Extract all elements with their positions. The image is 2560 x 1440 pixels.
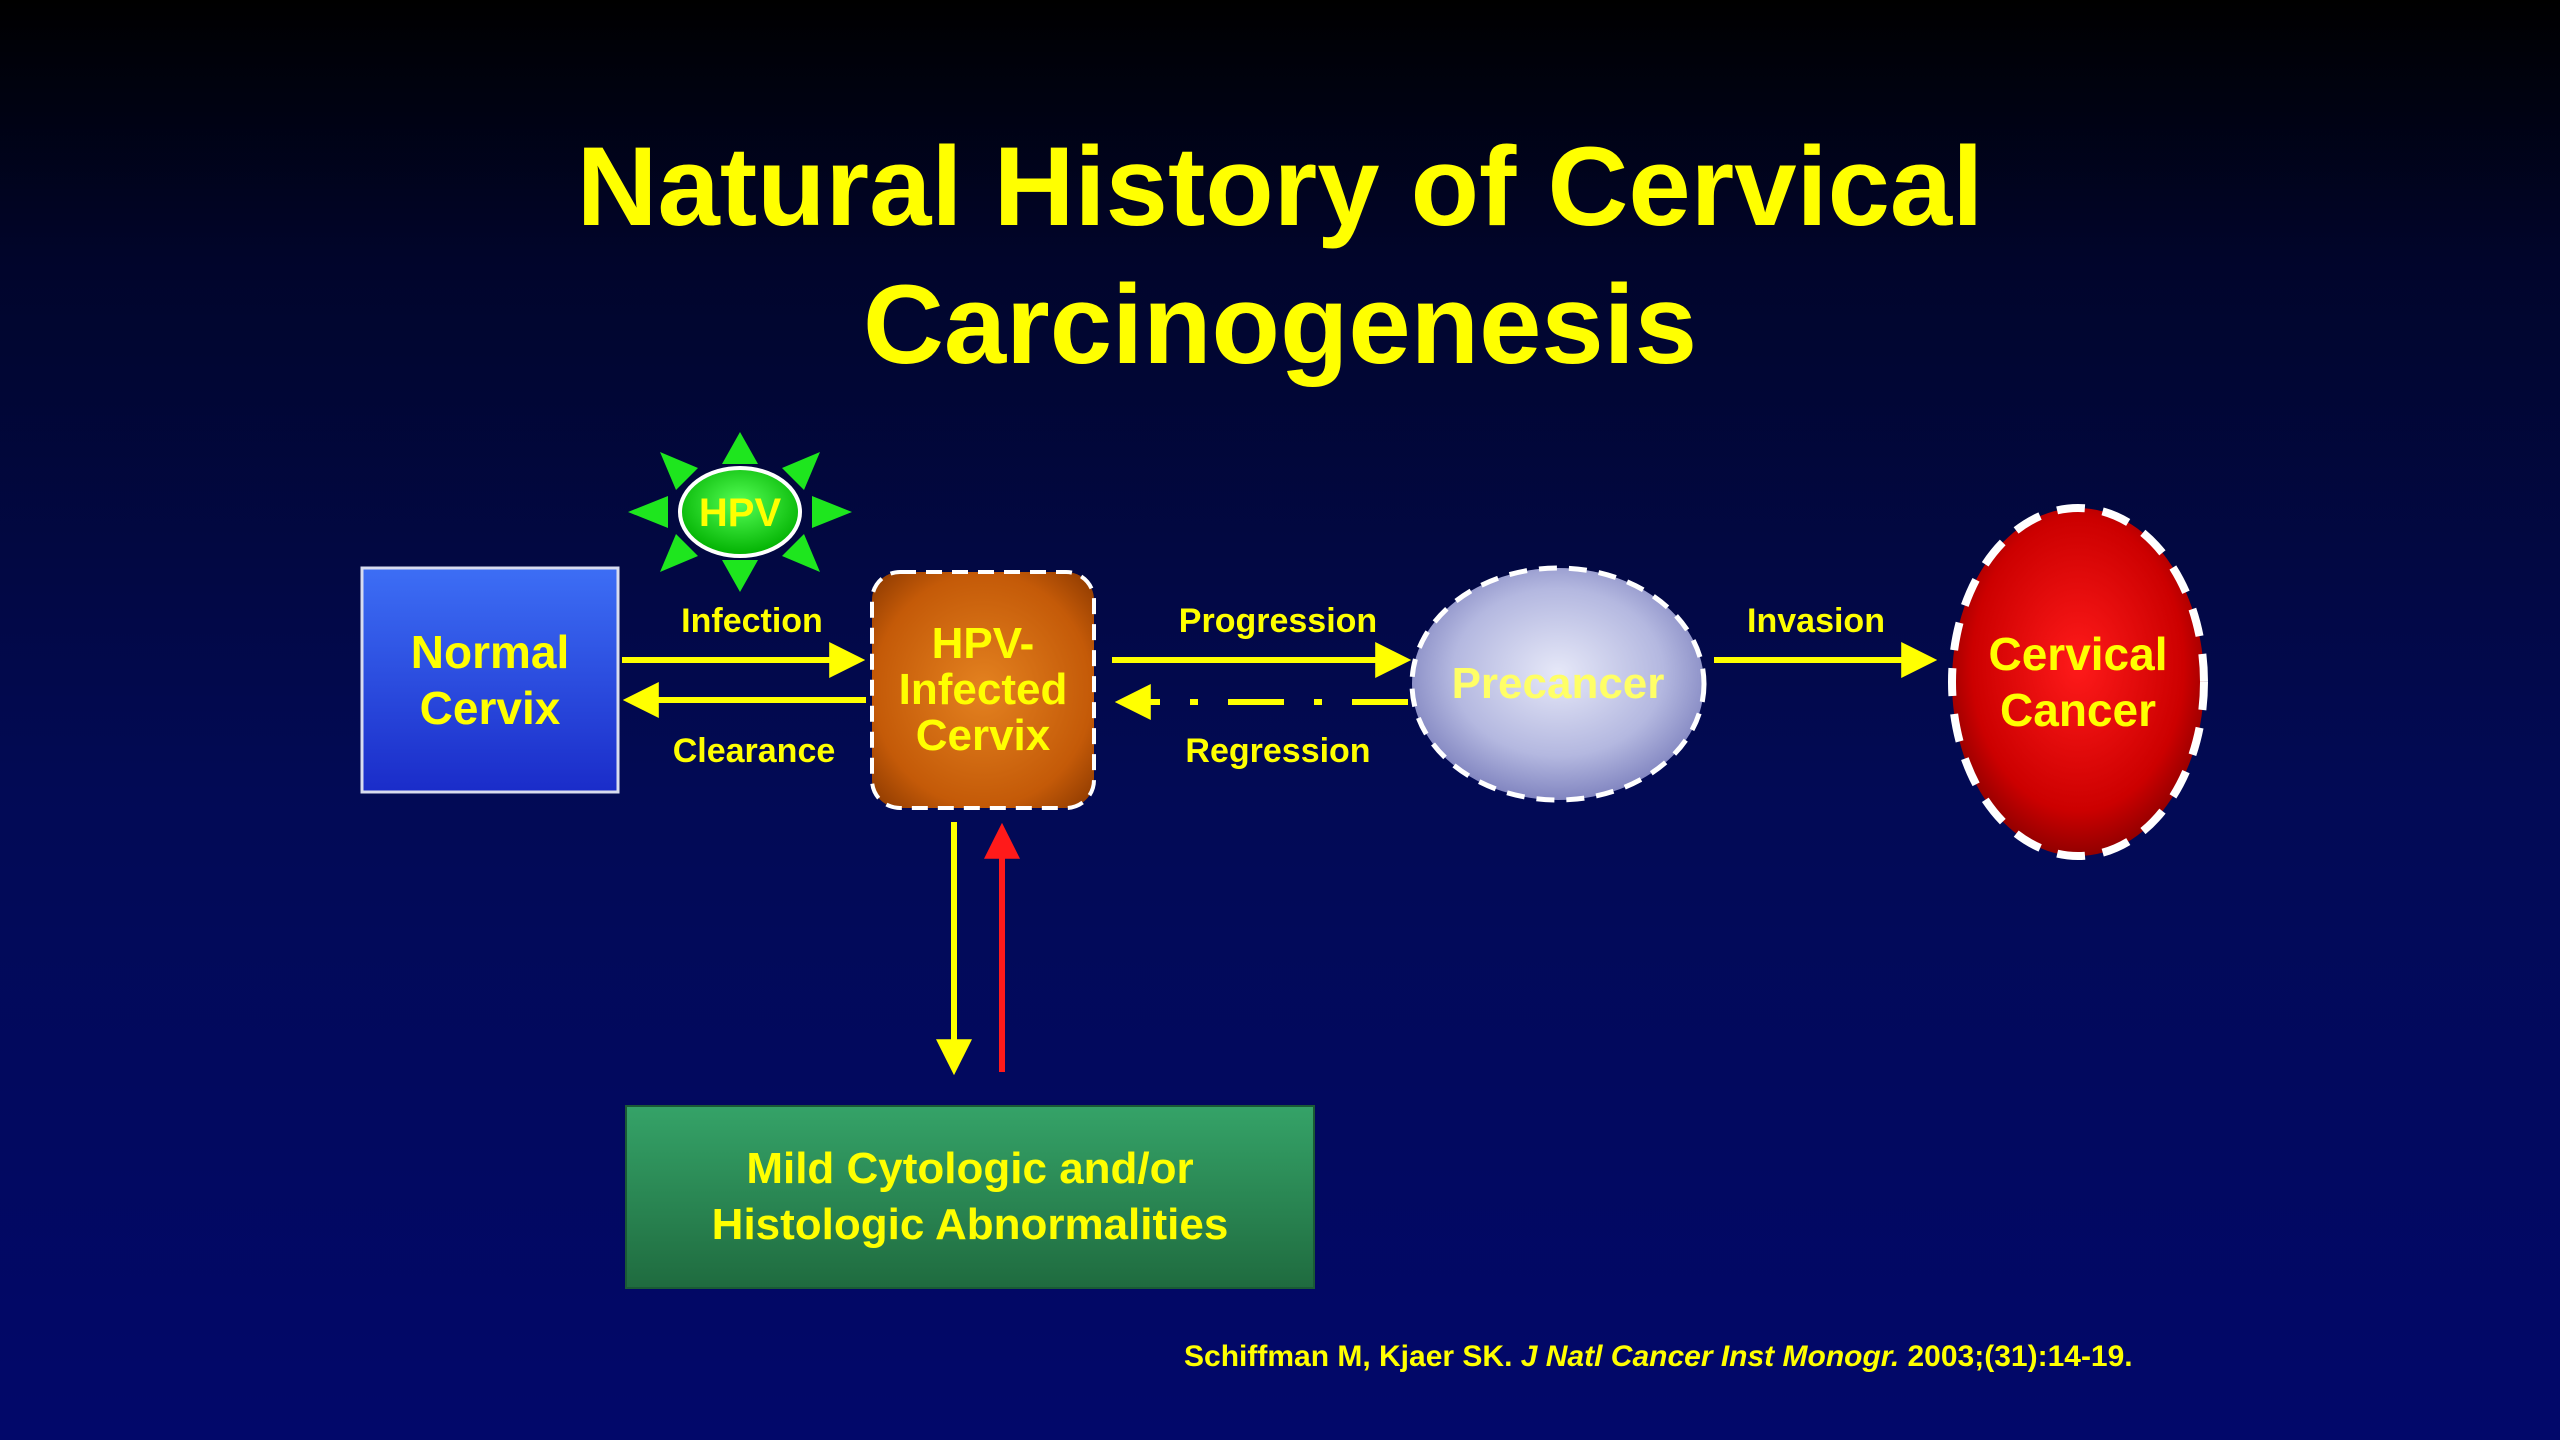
hpv-virus-icon: HPV xyxy=(628,432,852,592)
hpv-infected-line-2: Infected xyxy=(898,665,1068,714)
citation: Schiffman M, Kjaer SK. J Natl Cancer Ins… xyxy=(1184,1340,2133,1374)
progression-label: Progression xyxy=(1179,602,1377,640)
clearance-label: Clearance xyxy=(673,732,836,770)
citation-journal: J Natl Cancer Inst Monogr. xyxy=(1520,1340,1900,1373)
infection-label: Infection xyxy=(681,602,823,640)
cervical-cancer-line-1: Cervical xyxy=(1988,628,2168,680)
slide-title: Natural History of Cervical Carcinogenes… xyxy=(0,118,2560,394)
normal-cervix-line-1: Normal xyxy=(410,626,570,678)
hpv-infected-cervix-box xyxy=(870,570,1096,810)
precancer-label: Precancer xyxy=(1412,568,1704,800)
mild-abnormalities-box xyxy=(625,1105,1315,1289)
invasion-label: Invasion xyxy=(1747,602,1885,640)
mild-abnormalities-line-1: Mild Cytologic and/or xyxy=(746,1144,1194,1193)
regression-label: Regression xyxy=(1185,732,1370,770)
normal-cervix-label: Normal Cervix xyxy=(362,568,618,792)
title-line-1: Natural History of Cervical xyxy=(576,124,1984,249)
precancer-text: Precancer xyxy=(1451,659,1665,708)
normal-cervix-box xyxy=(360,566,620,794)
mild-abnormalities-line-2: Histologic Abnormalities xyxy=(711,1200,1229,1249)
cervical-cancer-line-2: Cancer xyxy=(2000,684,2156,736)
hpv-infected-line-3: Cervix xyxy=(915,711,1051,760)
cervical-cancer-label: Cervical Cancer xyxy=(1952,508,2204,856)
precancer-ellipse xyxy=(1409,565,1707,803)
hpv-infected-cervix-label: HPV- Infected Cervix xyxy=(872,572,1094,808)
citation-authors: Schiffman M, Kjaer SK. xyxy=(1184,1340,1513,1373)
mild-abnormalities-label: Mild Cytologic and/or Histologic Abnorma… xyxy=(626,1106,1314,1288)
hpv-infected-line-1: HPV- xyxy=(931,619,1035,668)
citation-details: 2003;(31):14-19. xyxy=(1907,1340,2133,1373)
cervical-cancer-ellipse xyxy=(1948,504,2208,860)
title-line-2: Carcinogenesis xyxy=(862,262,1698,387)
hpv-virus-label: HPV xyxy=(699,491,782,535)
normal-cervix-line-2: Cervix xyxy=(419,682,561,734)
